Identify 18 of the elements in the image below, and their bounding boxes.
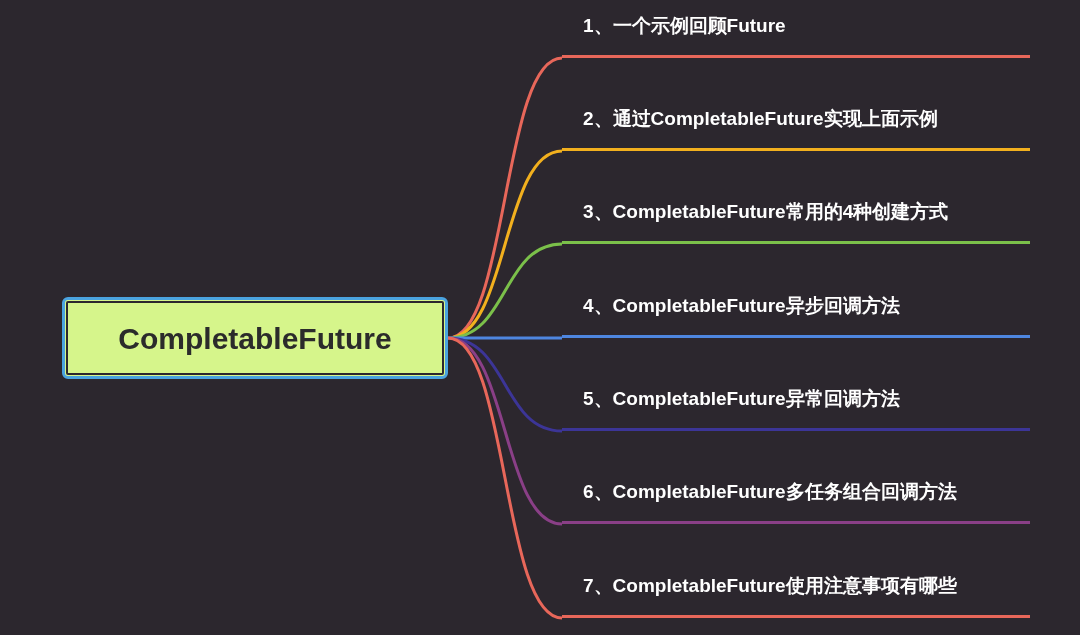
branch-label: 2、通过CompletableFuture实现上面示例 <box>583 107 938 131</box>
branch-topic <box>562 107 1030 151</box>
branch-label: 5、CompletableFuture异常回调方法 <box>583 387 900 411</box>
central-topic <box>62 297 448 379</box>
branch-label: 4、CompletableFuture异步回调方法 <box>583 294 900 318</box>
branch-label: 7、CompletableFuture使用注意事项有哪些 <box>583 574 957 598</box>
branch-topic <box>562 14 1030 58</box>
topic-title: CompletableFuture <box>118 320 392 357</box>
branch-topic <box>562 294 1030 338</box>
branch-label: 6、CompletableFuture多任务组合回调方法 <box>583 480 957 504</box>
branch-label: 3、CompletableFuture常用的4种创建方式 <box>583 200 949 224</box>
branch-label: 1、一个示例回顾Future <box>583 14 786 38</box>
branch-topic <box>562 387 1030 431</box>
branch-topic <box>562 480 1030 524</box>
branch-connector <box>447 242 563 340</box>
branch-topic <box>562 200 1030 244</box>
branch-topic <box>562 574 1030 618</box>
branch-connector <box>447 336 563 620</box>
